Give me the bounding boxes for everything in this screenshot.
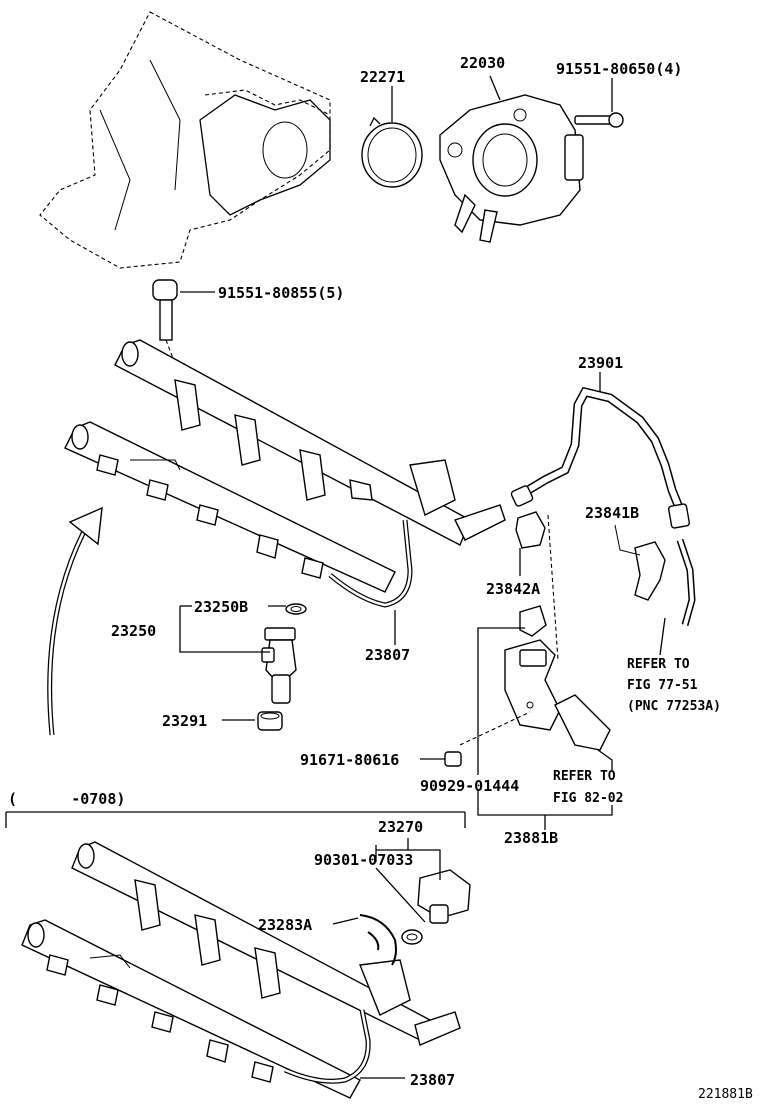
label-23250B: 23250B: [194, 598, 248, 616]
fuel-rail-upper-front: [64, 421, 396, 593]
fuel-pipe-23807-upper: [328, 519, 413, 645]
label-22271: 22271: [360, 68, 405, 86]
label-23291: 23291: [162, 712, 207, 730]
label-91671-80616: 91671-80616: [300, 751, 399, 769]
label-refer-82-line2: FIG 82-02: [553, 791, 623, 806]
label-23250: 23250: [111, 622, 156, 640]
label-90929-01444: 90929-01444: [420, 777, 519, 795]
label-refer-77-line1: REFER TO: [627, 657, 690, 672]
gasket-22271: [361, 86, 423, 188]
throttle-body-22030: [439, 75, 584, 243]
clip-23283A: [332, 914, 397, 966]
label-23270: 23270: [378, 818, 423, 836]
label-refer-77-line2: FIG 77-51: [627, 678, 698, 693]
bolt-91671-80616: [420, 751, 462, 767]
bolt-91551-80650: [574, 78, 624, 128]
intake-manifold-outline: [39, 11, 331, 269]
label-23881B: 23881B: [504, 829, 558, 847]
fuel-rail-lower-front: [21, 919, 361, 1099]
label-22030: 22030: [460, 54, 505, 72]
label-23841B: 23841B: [585, 504, 639, 522]
label-figure-id: 221881B: [698, 1087, 753, 1102]
label-91551-80855: 91551-80855(5): [218, 284, 344, 302]
reference-arrow: [47, 506, 103, 736]
pressure-regulator-23270: [375, 838, 471, 924]
insulator-23291: [257, 711, 283, 731]
fuel-hose-23901: [510, 372, 690, 529]
label-23901: 23901: [578, 354, 623, 372]
bracket-leader-lines: [477, 627, 613, 830]
injector-23250: [261, 627, 297, 704]
label-23807-lower: 23807: [410, 1071, 455, 1089]
label-23842A: 23842A: [486, 580, 540, 598]
o-ring-90301-07033: [401, 929, 423, 945]
lower-section-frame: [5, 811, 466, 828]
clip-23842A: [515, 511, 559, 661]
label-90301-07033: 90301-07033: [314, 851, 413, 869]
fuel-rail-upper-rear: [114, 339, 506, 546]
hose-end-refer-77-51: [659, 538, 696, 656]
fuel-rail-lower-rear: [71, 841, 461, 1046]
label-date-range: ( -0708): [8, 790, 125, 808]
label-refer-77-line3: (PNC 77253A): [627, 699, 721, 714]
o-ring-23250B: [285, 603, 307, 615]
label-23807-upper: 23807: [365, 646, 410, 664]
label-91551-80650: 91551-80650(4): [556, 60, 682, 78]
bracket-23881B: [459, 605, 611, 751]
label-23283A: 23283A: [258, 916, 312, 934]
bolt-91551-80855: [152, 279, 215, 391]
injector-leader-lines: [179, 605, 286, 721]
fuel-pipe-23807-lower: [284, 1009, 405, 1084]
clip-23841B: [614, 524, 666, 601]
label-refer-82-line1: REFER TO: [553, 769, 616, 784]
